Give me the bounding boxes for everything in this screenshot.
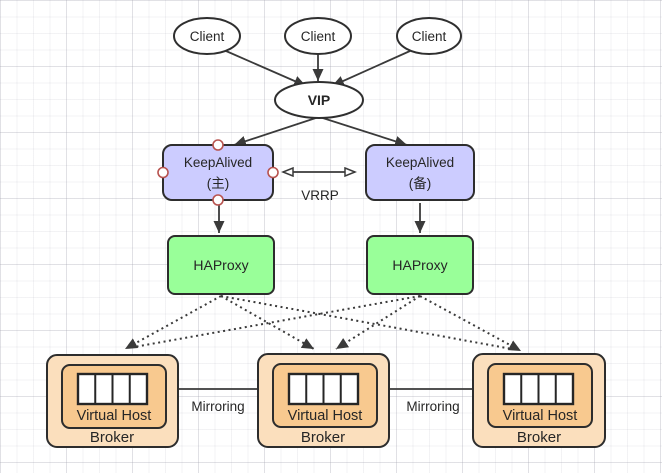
client-label: Client bbox=[301, 29, 336, 44]
edge-haproxy-right-broker2[interactable] bbox=[335, 295, 421, 350]
client-ellipse[interactable] bbox=[284, 17, 352, 55]
haproxy-left-node[interactable]: HAProxy bbox=[167, 235, 275, 295]
vrrp-label: VRRP bbox=[301, 188, 339, 203]
haproxy-right-box[interactable] bbox=[366, 235, 474, 295]
edge-haproxy-left-broker1[interactable] bbox=[124, 295, 222, 350]
haproxy-right-node[interactable]: HAProxy bbox=[366, 235, 474, 295]
virtual-host-label: Virtual Host bbox=[503, 408, 578, 424]
haproxy-left-label: HAProxy bbox=[193, 257, 248, 273]
broker-label: Broker bbox=[517, 429, 561, 446]
client-ellipse[interactable] bbox=[173, 17, 241, 55]
edge-haproxy-right-broker3[interactable] bbox=[419, 295, 522, 352]
vip-node[interactable]: VIP bbox=[274, 81, 364, 119]
client-node-1[interactable]: Client bbox=[173, 17, 241, 55]
mirroring-label-1: Mirroring bbox=[191, 399, 244, 414]
keepalived-backup-box[interactable] bbox=[365, 144, 475, 201]
client-label: Client bbox=[412, 29, 447, 44]
broker-node-1[interactable]: Virtual Host Broker bbox=[46, 354, 179, 448]
keepalived-primary-node[interactable]: KeepAlived (主) bbox=[157, 139, 279, 206]
client-node-2[interactable]: Client bbox=[284, 17, 352, 55]
edge-haproxy-left-broker2[interactable] bbox=[220, 295, 315, 350]
edge-haproxy-right-broker1[interactable] bbox=[133, 295, 421, 348]
connection-point-bottom[interactable] bbox=[212, 194, 224, 206]
haproxy-left-box[interactable] bbox=[167, 235, 275, 295]
virtual-host-label: Virtual Host bbox=[288, 408, 363, 424]
connection-point-left[interactable] bbox=[157, 166, 169, 179]
connection-point-right[interactable] bbox=[267, 166, 279, 179]
keepalived-primary-box[interactable] bbox=[162, 144, 274, 201]
vip-ellipse[interactable] bbox=[274, 81, 364, 119]
broker-label: Broker bbox=[301, 429, 345, 446]
client-node-3[interactable]: Client bbox=[396, 17, 462, 55]
edge-client3-vip[interactable] bbox=[331, 50, 411, 87]
mirroring-label-2: Mirroring bbox=[406, 399, 459, 414]
keepalived-primary-subtitle: (主) bbox=[207, 176, 230, 191]
keepalived-primary-title: KeepAlived bbox=[184, 155, 252, 170]
client-ellipse[interactable] bbox=[396, 17, 462, 55]
keepalived-backup-node[interactable]: KeepAlived (备) bbox=[365, 144, 475, 201]
keepalived-backup-subtitle: (备) bbox=[409, 175, 432, 191]
virtual-host-label: Virtual Host bbox=[77, 408, 152, 424]
client-label: Client bbox=[190, 29, 225, 44]
broker-node-2[interactable]: Virtual Host Broker bbox=[257, 353, 390, 448]
keepalived-backup-title: KeepAlived bbox=[386, 155, 454, 170]
vip-label: VIP bbox=[308, 92, 331, 108]
edge-client1-vip[interactable] bbox=[225, 50, 307, 87]
connection-point-top[interactable] bbox=[212, 139, 224, 151]
haproxy-right-label: HAProxy bbox=[392, 257, 447, 273]
broker-label: Broker bbox=[90, 429, 134, 446]
broker-node-3[interactable]: Virtual Host Broker bbox=[472, 353, 606, 448]
